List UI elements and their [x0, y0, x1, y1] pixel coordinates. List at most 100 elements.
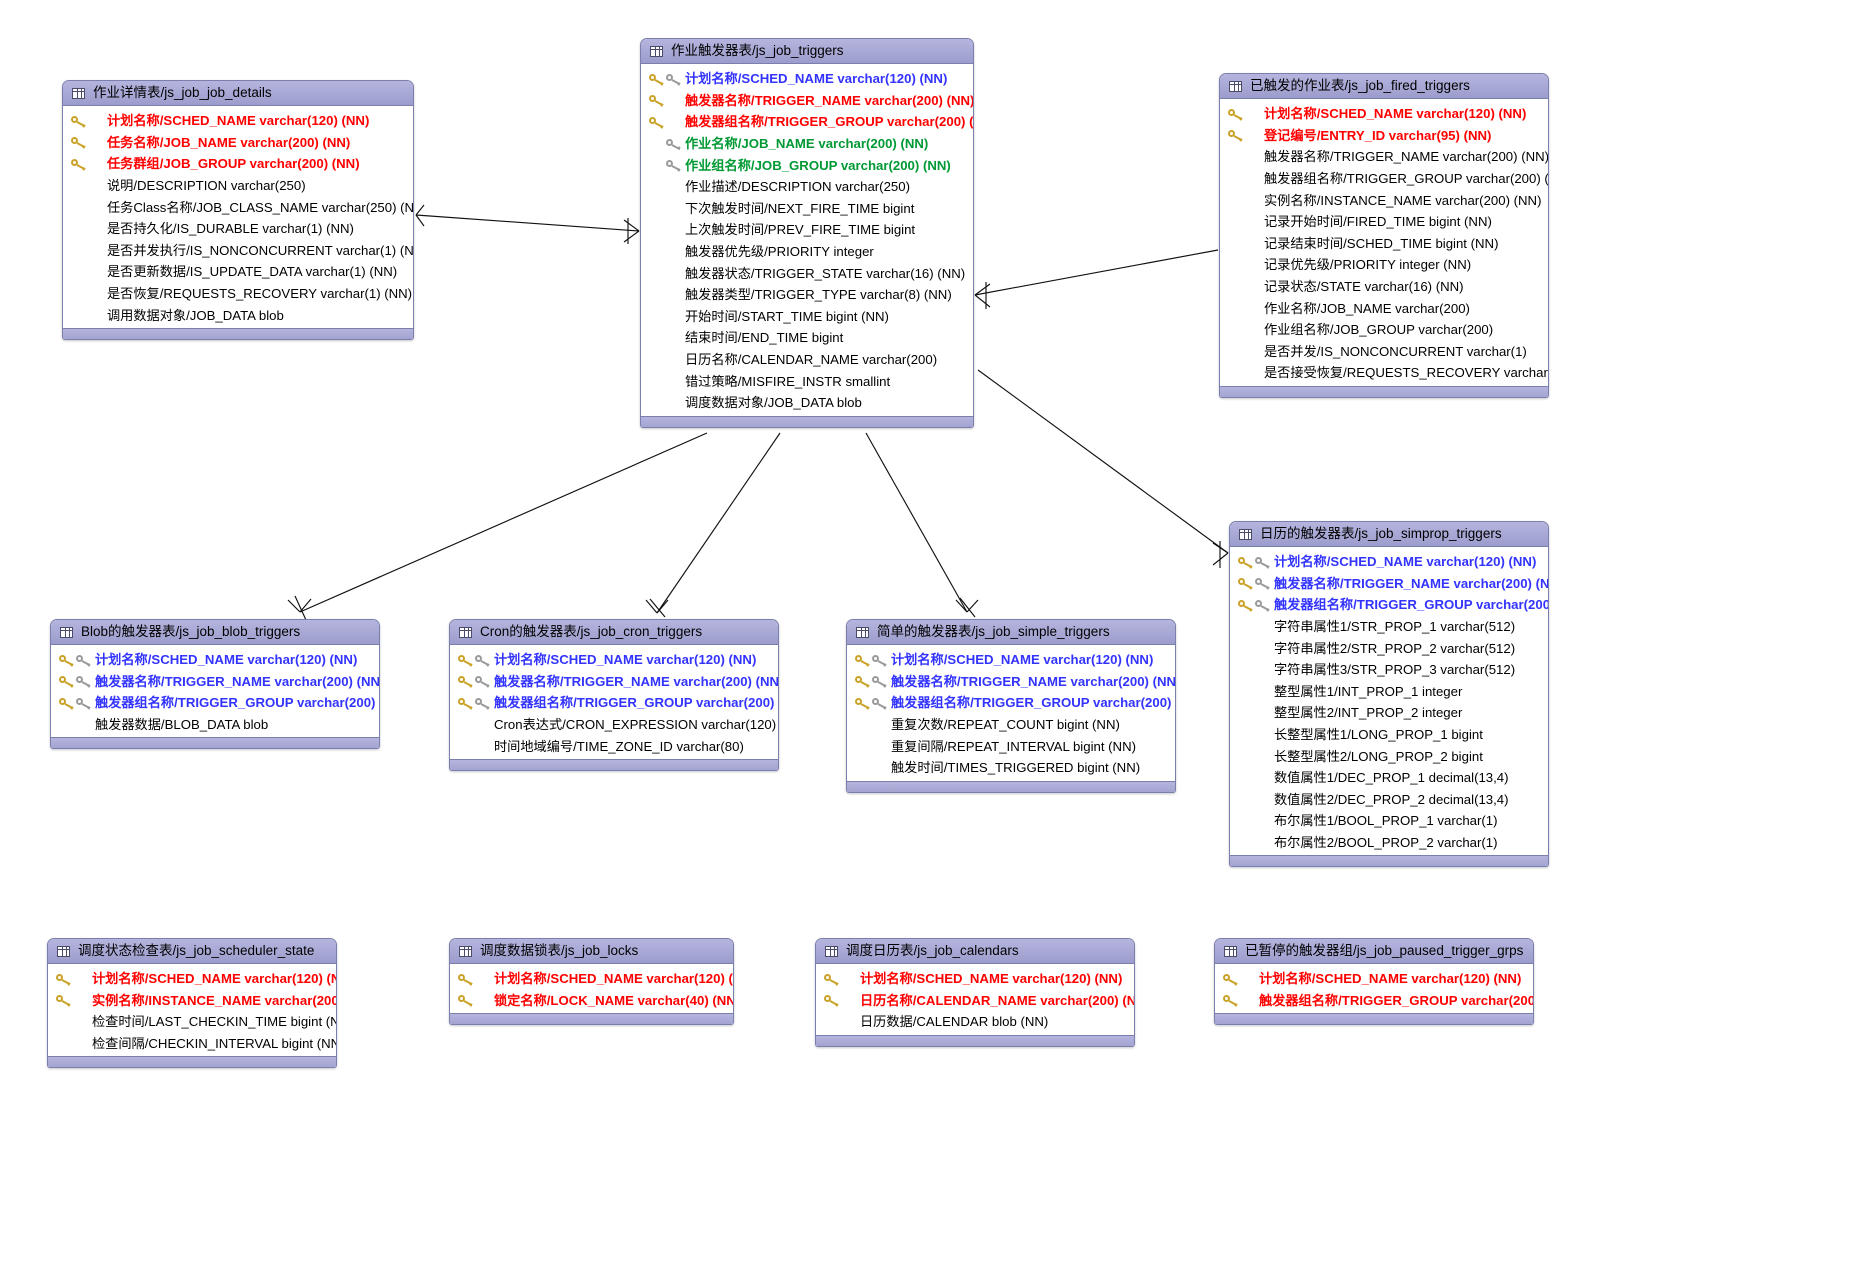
column-row[interactable]: 任务群组/JOB_GROUP varchar(200) (NN) [63, 153, 413, 175]
column-row[interactable]: 上次触发时间/PREV_FIRE_TIME bigint [641, 219, 973, 241]
column-row[interactable]: 长整型属性2/LONG_PROP_2 bigint [1230, 745, 1548, 767]
column-row[interactable]: 锁定名称/LOCK_NAME varchar(40) (NN) [450, 990, 733, 1012]
column-row[interactable]: 日历名称/CALENDAR_NAME varchar(200) [641, 349, 973, 371]
column-row[interactable]: 触发器状态/TRIGGER_STATE varchar(16) (NN) [641, 262, 973, 284]
entity-header-cron_triggers[interactable]: Cron的触发器表/js_job_cron_triggers [450, 620, 778, 645]
entity-cron_triggers[interactable]: Cron的触发器表/js_job_cron_triggers 计划名称/SCHED… [449, 619, 779, 771]
column-row[interactable]: 触发器名称/TRIGGER_NAME varchar(200) (NN) [1230, 573, 1548, 595]
column-row[interactable]: 实例名称/INSTANCE_NAME varchar(200) (NN) [1220, 189, 1548, 211]
column-row[interactable]: 字符串属性3/STR_PROP_3 varchar(512) [1230, 659, 1548, 681]
column-row[interactable]: 整型属性1/INT_PROP_1 integer [1230, 681, 1548, 703]
column-row[interactable]: 计划名称/SCHED_NAME varchar(120) (NN) [48, 968, 336, 990]
column-row[interactable]: 触发器名称/TRIGGER_NAME varchar(200) (NN) [51, 671, 379, 693]
column-row[interactable]: 任务Class名称/JOB_CLASS_NAME varchar(250) (N… [63, 196, 413, 218]
column-row[interactable]: 触发器组名称/TRIGGER_GROUP varchar(200) (NN) [1230, 594, 1548, 616]
column-row[interactable]: 触发器数据/BLOB_DATA blob [51, 714, 379, 736]
column-row[interactable]: 是否接受恢复/REQUESTS_RECOVERY varchar(1) [1220, 362, 1548, 384]
column-row[interactable]: 触发器组名称/TRIGGER_GROUP varchar(200) (NN) [1215, 990, 1533, 1012]
column-row[interactable]: 计划名称/SCHED_NAME varchar(120) (NN) [51, 649, 379, 671]
column-row[interactable]: 整型属性2/INT_PROP_2 integer [1230, 702, 1548, 724]
column-row[interactable]: 是否恢复/REQUESTS_RECOVERY varchar(1) (NN) [63, 283, 413, 305]
column-row[interactable]: 说明/DESCRIPTION varchar(250) [63, 175, 413, 197]
column-row[interactable]: 触发器名称/TRIGGER_NAME varchar(200) (NN) [641, 90, 973, 112]
column-row[interactable]: 计划名称/SCHED_NAME varchar(120) (NN) [816, 968, 1134, 990]
column-row[interactable]: 登记编号/ENTRY_ID varchar(95) (NN) [1220, 125, 1548, 147]
entity-header-simprop_triggers[interactable]: 日历的触发器表/js_job_simprop_triggers [1230, 522, 1548, 547]
column-row[interactable]: 触发器组名称/TRIGGER_GROUP varchar(200) (NN) [641, 111, 973, 133]
column-row[interactable]: 计划名称/SCHED_NAME varchar(120) (NN) [1220, 103, 1548, 125]
column-row[interactable]: 触发时间/TIMES_TRIGGERED bigint (NN) [847, 757, 1175, 779]
entity-header-job_details[interactable]: 作业详情表/js_job_job_details [63, 81, 413, 106]
column-row[interactable]: 作业名称/JOB_NAME varchar(200) [1220, 297, 1548, 319]
entity-header-locks[interactable]: 调度数据锁表/js_job_locks [450, 939, 733, 964]
column-row[interactable]: 重复次数/REPEAT_COUNT bigint (NN) [847, 714, 1175, 736]
column-row[interactable]: 计划名称/SCHED_NAME varchar(120) (NN) [1230, 551, 1548, 573]
column-row[interactable]: 触发器名称/TRIGGER_NAME varchar(200) (NN) [847, 671, 1175, 693]
entity-triggers[interactable]: 作业触发器表/js_job_triggers 计划名称/SCHED_NAME va… [640, 38, 974, 428]
column-row[interactable]: 开始时间/START_TIME bigint (NN) [641, 306, 973, 328]
column-row[interactable]: 计划名称/SCHED_NAME varchar(120) (NN) [450, 968, 733, 990]
column-row[interactable]: 触发器组名称/TRIGGER_GROUP varchar(200) (NN) [450, 692, 778, 714]
column-row[interactable]: 重复间隔/REPEAT_INTERVAL bigint (NN) [847, 735, 1175, 757]
column-row[interactable]: 任务名称/JOB_NAME varchar(200) (NN) [63, 132, 413, 154]
entity-header-fired_triggers[interactable]: 已触发的作业表/js_job_fired_triggers [1220, 74, 1548, 99]
column-row[interactable]: 触发器组名称/TRIGGER_GROUP varchar(200) (NN) [51, 692, 379, 714]
column-row[interactable]: 触发器优先级/PRIORITY integer [641, 241, 973, 263]
column-row[interactable]: 数值属性1/DEC_PROP_1 decimal(13,4) [1230, 767, 1548, 789]
column-row[interactable]: 触发器类型/TRIGGER_TYPE varchar(8) (NN) [641, 284, 973, 306]
column-row[interactable]: 作业描述/DESCRIPTION varchar(250) [641, 176, 973, 198]
column-row[interactable]: 计划名称/SCHED_NAME varchar(120) (NN) [641, 68, 973, 90]
column-row[interactable]: 调用数据对象/JOB_DATA blob [63, 304, 413, 326]
column-row[interactable]: 记录状态/STATE varchar(16) (NN) [1220, 276, 1548, 298]
entity-paused_trigger_grps[interactable]: 已暂停的触发器组/js_job_paused_trigger_grps 计划名称/… [1214, 938, 1534, 1026]
entity-calendars[interactable]: 调度日历表/js_job_calendars 计划名称/SCHED_NAME va… [815, 938, 1135, 1047]
column-row[interactable]: 长整型属性1/LONG_PROP_1 bigint [1230, 724, 1548, 746]
column-row[interactable]: 作业名称/JOB_NAME varchar(200) (NN) [641, 133, 973, 155]
column-row[interactable]: 检查间隔/CHECKIN_INTERVAL bigint (NN) [48, 1033, 336, 1055]
entity-header-blob_triggers[interactable]: Blob的触发器表/js_job_blob_triggers [51, 620, 379, 645]
entity-fired_triggers[interactable]: 已触发的作业表/js_job_fired_triggers 计划名称/SCHED_… [1219, 73, 1549, 398]
entity-locks[interactable]: 调度数据锁表/js_job_locks 计划名称/SCHED_NAME varch… [449, 938, 734, 1026]
column-row[interactable]: 计划名称/SCHED_NAME varchar(120) (NN) [1215, 968, 1533, 990]
column-row[interactable]: 是否并发执行/IS_NONCONCURRENT varchar(1) (NN) [63, 240, 413, 262]
column-row[interactable]: 是否持久化/IS_DURABLE varchar(1) (NN) [63, 218, 413, 240]
column-row[interactable]: 触发器名称/TRIGGER_NAME varchar(200) (NN) [450, 671, 778, 693]
column-row[interactable]: 数值属性2/DEC_PROP_2 decimal(13,4) [1230, 789, 1548, 811]
column-row[interactable]: 日历数据/CALENDAR blob (NN) [816, 1011, 1134, 1033]
column-row[interactable]: 调度数据对象/JOB_DATA blob [641, 392, 973, 414]
column-row[interactable]: 计划名称/SCHED_NAME varchar(120) (NN) [847, 649, 1175, 671]
entity-header-simple_triggers[interactable]: 简单的触发器表/js_job_simple_triggers [847, 620, 1175, 645]
column-row[interactable]: 计划名称/SCHED_NAME varchar(120) (NN) [63, 110, 413, 132]
entity-blob_triggers[interactable]: Blob的触发器表/js_job_blob_triggers 计划名称/SCHED… [50, 619, 380, 750]
entity-scheduler_state[interactable]: 调度状态检查表/js_job_scheduler_state 计划名称/SCHED… [47, 938, 337, 1069]
column-row[interactable]: 结束时间/END_TIME bigint [641, 327, 973, 349]
column-row[interactable]: 字符串属性1/STR_PROP_1 varchar(512) [1230, 616, 1548, 638]
column-row[interactable]: 布尔属性2/BOOL_PROP_2 varchar(1) [1230, 832, 1548, 854]
column-row[interactable]: 作业组名称/JOB_GROUP varchar(200) [1220, 319, 1548, 341]
entity-simple_triggers[interactable]: 简单的触发器表/js_job_simple_triggers 计划名称/SCHED… [846, 619, 1176, 793]
column-row[interactable]: 是否更新数据/IS_UPDATE_DATA varchar(1) (NN) [63, 261, 413, 283]
column-row[interactable]: 是否并发/IS_NONCONCURRENT varchar(1) [1220, 341, 1548, 363]
column-row[interactable]: 布尔属性1/BOOL_PROP_1 varchar(1) [1230, 810, 1548, 832]
column-row[interactable]: 日历名称/CALENDAR_NAME varchar(200) (NN) [816, 990, 1134, 1012]
column-row[interactable]: 触发器名称/TRIGGER_NAME varchar(200) (NN) [1220, 146, 1548, 168]
column-row[interactable]: 检查时间/LAST_CHECKIN_TIME bigint (NN) [48, 1011, 336, 1033]
entity-simprop_triggers[interactable]: 日历的触发器表/js_job_simprop_triggers 计划名称/SCHE… [1229, 521, 1549, 868]
column-row[interactable]: 时间地域编号/TIME_ZONE_ID varchar(80) [450, 735, 778, 757]
column-row[interactable]: 记录优先级/PRIORITY integer (NN) [1220, 254, 1548, 276]
entity-header-calendars[interactable]: 调度日历表/js_job_calendars [816, 939, 1134, 964]
column-row[interactable]: 触发器组名称/TRIGGER_GROUP varchar(200) (NN) [1220, 168, 1548, 190]
column-row[interactable]: 触发器组名称/TRIGGER_GROUP varchar(200) (NN) [847, 692, 1175, 714]
column-row[interactable]: 作业组名称/JOB_GROUP varchar(200) (NN) [641, 154, 973, 176]
entity-header-triggers[interactable]: 作业触发器表/js_job_triggers [641, 39, 973, 64]
column-row[interactable]: Cron表达式/CRON_EXPRESSION varchar(120) (NN… [450, 714, 778, 736]
column-row[interactable]: 记录开始时间/FIRED_TIME bigint (NN) [1220, 211, 1548, 233]
column-row[interactable]: 计划名称/SCHED_NAME varchar(120) (NN) [450, 649, 778, 671]
entity-header-scheduler_state[interactable]: 调度状态检查表/js_job_scheduler_state [48, 939, 336, 964]
column-row[interactable]: 字符串属性2/STR_PROP_2 varchar(512) [1230, 637, 1548, 659]
entity-job_details[interactable]: 作业详情表/js_job_job_details 计划名称/SCHED_NAME … [62, 80, 414, 340]
column-row[interactable]: 记录结束时间/SCHED_TIME bigint (NN) [1220, 233, 1548, 255]
entity-header-paused_trigger_grps[interactable]: 已暂停的触发器组/js_job_paused_trigger_grps [1215, 939, 1533, 964]
column-row[interactable]: 实例名称/INSTANCE_NAME varchar(200) (NN) [48, 990, 336, 1012]
column-row[interactable]: 下次触发时间/NEXT_FIRE_TIME bigint [641, 198, 973, 220]
